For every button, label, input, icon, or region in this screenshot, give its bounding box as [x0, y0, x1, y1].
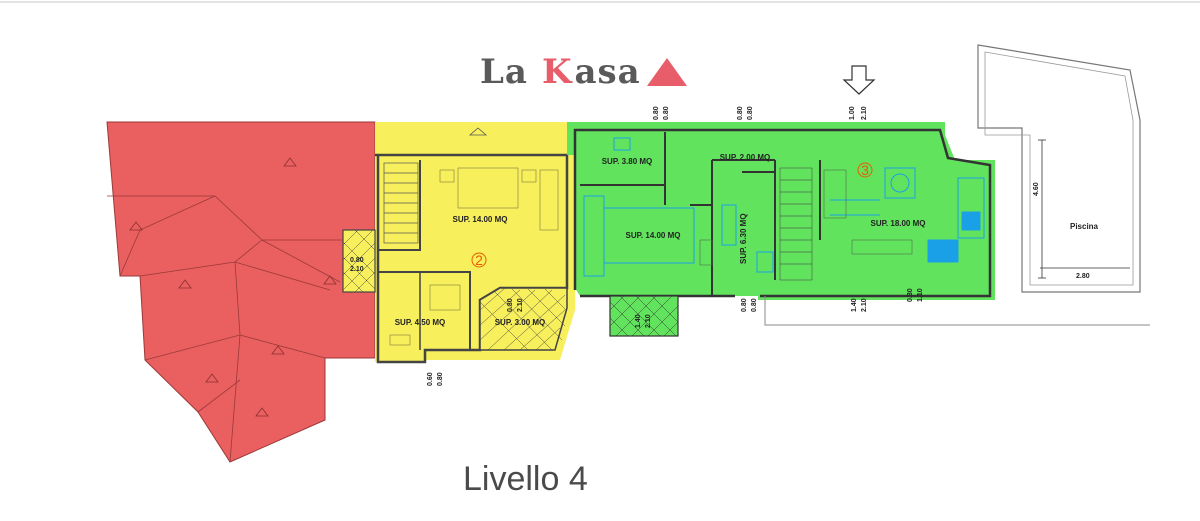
- dim-d1a: 0.80: [350, 257, 364, 264]
- dim-d2a: 0.80: [507, 298, 514, 312]
- unit-3-number: 3: [861, 162, 869, 178]
- brand-triangle-icon: [646, 58, 687, 86]
- dim-d10b: 0.80: [437, 372, 444, 386]
- room-label-y-bath: SUP. 4.50 MQ: [395, 318, 446, 327]
- brand-logo: La K asa: [480, 52, 687, 92]
- level-caption: Livello 4: [463, 460, 588, 498]
- dim-d4a: 0.80: [737, 106, 744, 120]
- unit-2-yellow: [342, 122, 575, 364]
- unit-3-marker: [857, 162, 873, 178]
- dim-d9b: 1.10: [917, 288, 924, 302]
- room-label-g-living: SUP. 18.00 MQ: [871, 219, 926, 228]
- dim-d5a: 1.00: [849, 106, 856, 120]
- dim-d5b: 2.10: [861, 106, 868, 120]
- room-label-g-bed: SUP. 14.00 MQ: [626, 231, 681, 240]
- brand-text-k: K: [541, 52, 573, 92]
- room-label-y-bed: SUP. 14.00 MQ: [453, 215, 508, 224]
- balcony-hatch-green: [609, 295, 679, 337]
- room-label-pool: Piscina: [1070, 222, 1099, 231]
- dim-d7b: 0.80: [751, 298, 758, 312]
- dim-d3a: 0.80: [653, 106, 660, 120]
- dim-d6b: 2.10: [645, 314, 652, 328]
- roof-area-red: [106, 121, 376, 463]
- unit-2-number: 2: [475, 252, 483, 268]
- room-label-y-balcony: SUP. 3.00 MQ: [495, 318, 546, 327]
- room-label-g-bath: SUP. 3.80 MQ: [602, 157, 653, 166]
- dim-d8b: 2.10: [861, 298, 868, 312]
- down-arrow-icon: [842, 65, 876, 95]
- room-label-g-hall: SUP. 2.00 MQ: [720, 153, 771, 162]
- dim-d10a: 0.60: [427, 372, 434, 386]
- dim-d1b: 2.10: [350, 266, 364, 273]
- dim-d9a: 0.30: [907, 288, 914, 302]
- dim-d7a: 0.80: [741, 298, 748, 312]
- brand-text-asa: asa: [574, 52, 641, 92]
- dim-d2b: 2.10: [517, 298, 524, 312]
- brand-text-la: La: [480, 52, 528, 92]
- room-label-g-room: SUP. 6.30 MQ: [739, 213, 748, 264]
- balcony-hatch-yellow: [479, 287, 568, 351]
- pool-area: [977, 44, 1141, 293]
- blue-fixtures: [583, 137, 985, 277]
- stairs-yellow: [383, 162, 419, 244]
- dim-pool-w: 2.80: [1076, 273, 1090, 280]
- dimension-labels: 0.80 2.10 0.80 2.10 0.60 0.80 0.80 0.80 …: [350, 106, 1090, 386]
- stairs-green: [779, 167, 813, 281]
- dim-d8a: 1.40: [851, 298, 858, 312]
- dim-pool-h: 4.60: [1033, 182, 1040, 196]
- unit-3-green: [567, 122, 995, 337]
- dim-d3b: 0.80: [663, 106, 670, 120]
- balcony-hatch-left: [342, 229, 376, 293]
- unit-2-marker: [471, 252, 487, 268]
- dim-d4b: 0.80: [747, 106, 754, 120]
- dim-d6a: 1.40: [635, 314, 642, 328]
